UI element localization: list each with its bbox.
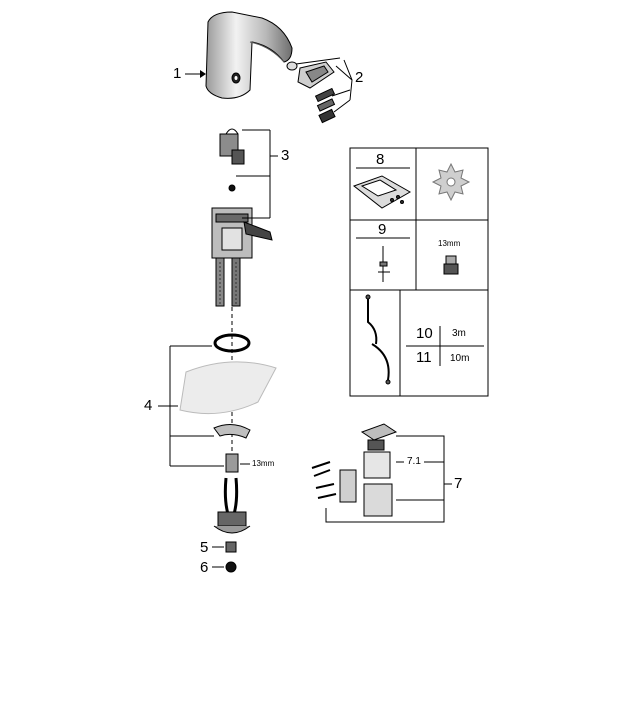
spare-parts-box — [349, 147, 489, 397]
callout-3: 3 — [281, 147, 290, 164]
callout-5: 5 — [200, 539, 209, 556]
filter-gear — [431, 162, 471, 202]
part-1-leader — [185, 70, 206, 78]
fitting-13mm — [443, 255, 459, 275]
callout-9: 9 — [378, 221, 387, 238]
callout-7-1: 7.1 — [407, 456, 421, 467]
hose-length-long-label: 10m — [450, 353, 470, 364]
remote-control — [352, 175, 412, 209]
hose-length-short-label: 3m — [452, 328, 466, 339]
key-tool — [378, 246, 390, 282]
callout-11: 11 — [416, 349, 432, 366]
wrench-size-box-label: 13mm — [438, 239, 461, 248]
mounting-set — [169, 333, 277, 473]
supply-hoses — [213, 477, 251, 534]
callout-1: 1 — [173, 65, 182, 82]
callout-8: 8 — [376, 151, 385, 168]
battery-box — [311, 423, 445, 523]
part-5-nipple — [212, 541, 237, 553]
callout-7: 7 — [454, 475, 463, 492]
part-6-nut — [212, 561, 237, 573]
aerator-set — [286, 57, 353, 124]
extension-cables — [365, 294, 391, 385]
callout-2: 2 — [355, 69, 364, 86]
callout-4: 4 — [144, 397, 153, 414]
wrench-size-main-label: 13mm — [252, 459, 275, 468]
callout-10: 10 — [416, 325, 433, 342]
callout-6: 6 — [200, 559, 209, 576]
sensor-electronics — [211, 128, 273, 307]
faucet-body — [205, 11, 293, 99]
